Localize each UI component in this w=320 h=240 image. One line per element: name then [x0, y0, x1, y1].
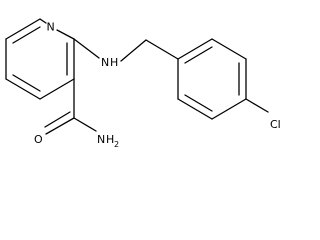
molecule-structure: N N H O N H 2 Cl	[5, 18, 281, 149]
bond-nh-ch2	[120, 39, 147, 62]
amide-hydrogen-label: H	[106, 133, 114, 146]
bond-c2-nh	[73, 38, 100, 59]
bond-ch2-aryl	[145, 39, 179, 60]
bond-a2-a3	[211, 38, 247, 60]
bond-a5-a6-inner	[184, 94, 213, 112]
bond-c4-c5	[5, 78, 41, 100]
pyridine-ring	[5, 18, 75, 100]
chlorophenyl-ring	[177, 38, 247, 120]
amine-nitrogen-label: N	[101, 56, 109, 69]
amide-hydrogen-count: 2	[114, 140, 119, 149]
amide-oxygen-label: O	[34, 133, 43, 146]
bond-a1-a2	[177, 38, 213, 60]
amide-group	[44, 78, 97, 135]
bond-a5-a6	[177, 98, 213, 120]
bond-c1-n1	[39, 18, 47, 24]
bond-c6-c1-inner	[12, 26, 41, 44]
bond-c3-c4	[39, 78, 75, 100]
bond-n1-c2	[56, 29, 75, 40]
chlorine-label: Cl	[270, 118, 281, 131]
ring-nitrogen-label: N	[47, 21, 55, 34]
bond-a1-a2-inner	[184, 46, 213, 64]
bond-aryl-chlorine	[245, 98, 269, 113]
bond-c6-c1	[5, 18, 41, 40]
bond-carbonyl-nitrogen	[73, 117, 97, 132]
amide-nitrogen-label: N	[97, 133, 105, 146]
bond-carbonyl-oxygen-double	[44, 111, 71, 128]
bond-c4-c5-inner	[12, 74, 41, 92]
bond-carbonyl-oxygen	[45, 117, 75, 135]
amine-hydrogen-label: H	[110, 56, 118, 69]
structure-canvas: N N H O N H 2 Cl	[5, 18, 281, 149]
bond-a4-a5	[211, 98, 247, 120]
